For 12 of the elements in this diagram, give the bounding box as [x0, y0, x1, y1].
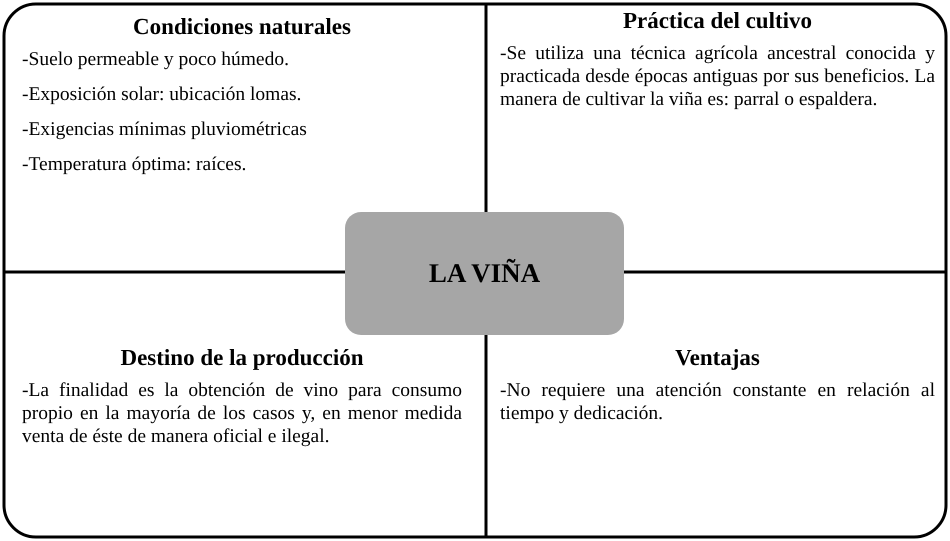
center-box: LA VIÑA	[345, 212, 624, 335]
section-heading: Condiciones naturales	[132, 14, 352, 40]
section-heading: Ventajas	[674, 345, 761, 371]
body-text: -Se utiliza una técnica agrícola ancestral conocida y practicada desde épocas antiguas por sus beneficios. La manera de cultivar la viña es: parral o espaldera.	[500, 42, 935, 111]
body-text: -Exposición solar: ubicación lomas.	[22, 83, 302, 106]
body-text: -Suelo permeable y poco húmedo.	[22, 48, 290, 71]
body-text: -Temperatura óptima: raíces.	[22, 153, 248, 176]
section-heading: Práctica del cultivo	[622, 8, 814, 34]
body-text: -No requiere una atención constante en relación al tiempo y dedicación.	[500, 379, 935, 425]
body-text: -Exigencias mínimas pluviométricas	[22, 118, 308, 141]
body-text: -La finalidad es la obtención de vino para consumo propio en la mayoría de los casos y, en menor medida venta de éste de manera oficial e ilegal.	[22, 379, 462, 448]
section-heading: Destino de la producción	[119, 345, 365, 371]
